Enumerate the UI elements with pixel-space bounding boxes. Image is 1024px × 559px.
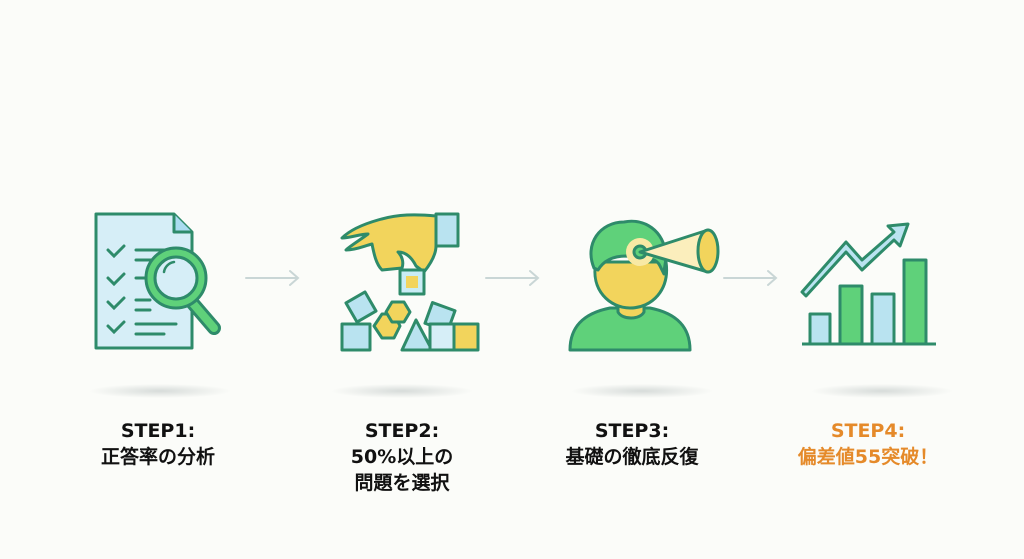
arrow-right-icon [484,268,544,288]
step1-text: 正答率の分析 [100,446,215,468]
step1-title: STEP1: [120,420,196,442]
step3-title: STEP3: [594,420,670,442]
step2-text-line2: 問題を選択 [354,472,450,494]
icon-shadow [812,384,952,398]
step2-text-line1: 50%以上の [350,446,454,468]
icon-shadow [332,384,472,398]
step4-title: STEP4: [830,420,906,442]
hand-picking-block-icon [320,200,480,360]
step4-text: 偏差値55突破！ [797,446,939,468]
step1-label: STEP1: 正答率の分析 [48,418,268,470]
arrow-right-icon [244,268,304,288]
step3-text: 基礎の徹底反復 [565,446,699,468]
arrow-right-icon [722,268,782,288]
person-focus-beam-icon [560,200,720,360]
step3-label: STEP3: 基礎の徹底反復 [522,418,742,470]
rising-bar-chart-icon [800,200,960,360]
icon-shadow [90,384,230,398]
step2-label: STEP2: 50%以上の 問題を選択 [292,418,512,496]
step2-title: STEP2: [364,420,440,442]
icon-shadow [572,384,712,398]
step4-label: STEP4: 偏差値55突破！ [758,418,978,470]
document-magnifier-icon [78,200,238,360]
